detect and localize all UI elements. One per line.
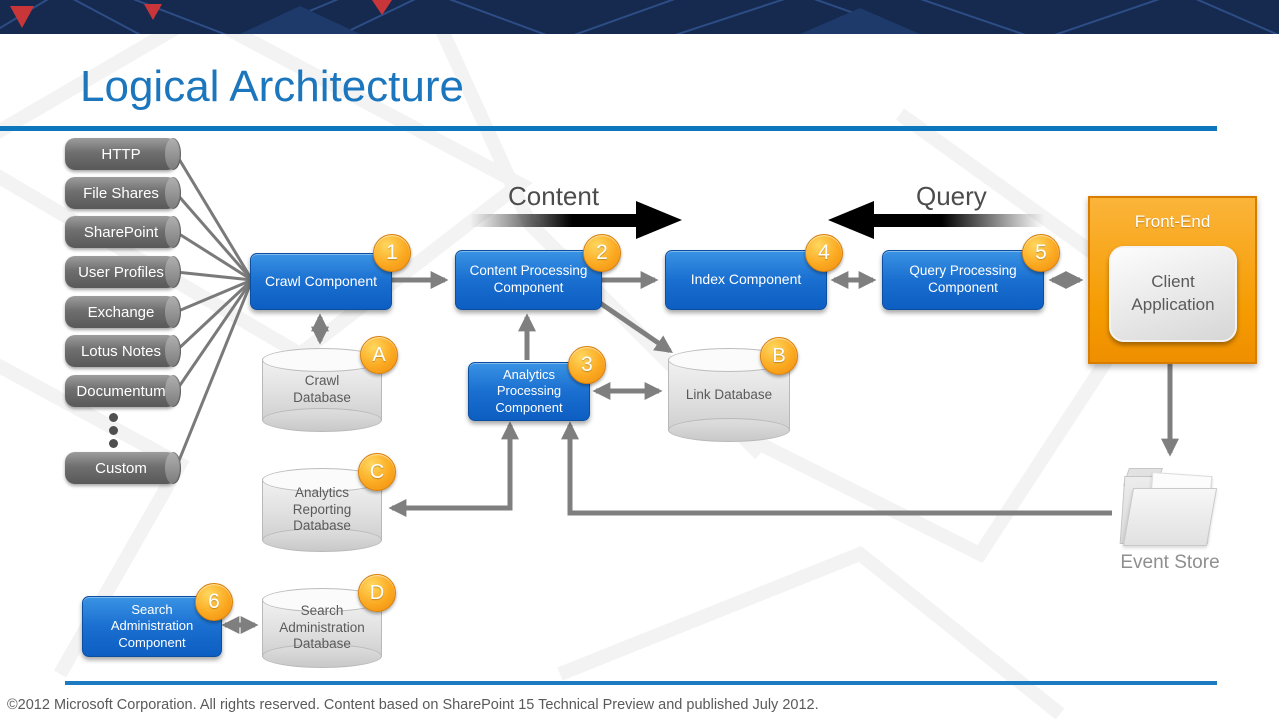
badge-linkdb-B: B (760, 337, 798, 375)
source-label: HTTP (101, 145, 141, 163)
source-label: File Shares (83, 184, 159, 202)
source-label: SharePoint (83, 223, 159, 241)
index-component-box: Index Component (665, 250, 827, 310)
arrow-contentprocessing-to-linkdb (598, 300, 673, 354)
badge-queryprocessing-5: 5 (1022, 234, 1060, 272)
copyright-text: ©2012 Microsoft Corporation. All rights … (7, 697, 819, 713)
source-label: Exchange (87, 303, 155, 321)
event-store: Event Store (1119, 466, 1220, 573)
source-custom: Custom (65, 452, 181, 484)
source-label: User Profiles (78, 263, 164, 281)
content-arrow-body (470, 214, 640, 227)
database-label: Analytics Reporting Database (292, 484, 352, 534)
crawl-database-cylinder: Crawl Database (262, 348, 382, 432)
query-processing-component-box: Query Processing Component (882, 250, 1044, 310)
title-divider-line (0, 126, 1217, 131)
page-title: Logical Architecture (80, 62, 464, 111)
source-sharepoint: SharePoint (65, 216, 181, 248)
query-arrow-body (874, 214, 1044, 227)
source-exchange: Exchange (65, 296, 181, 328)
content-flow-label: Content (508, 181, 600, 211)
badge-index-4: 4 (805, 234, 843, 272)
banner-facets (240, 6, 920, 34)
badge-searchadmindb-D: D (358, 574, 396, 612)
component-label: Crawl Component (264, 272, 378, 289)
banner-background (0, 0, 1279, 34)
database-label: Search Administration Database (279, 602, 365, 652)
client-application-box: Client Application (1109, 246, 1237, 342)
query-flow-label: Query (916, 181, 987, 211)
source-label: Documentum (76, 382, 166, 400)
badge-crawldb-A: A (360, 336, 398, 374)
component-label: Search Administration Component (110, 602, 194, 650)
top-banner (0, 0, 1279, 34)
database-label: Crawl Database (293, 373, 351, 405)
source-file-shares: File Shares (65, 177, 181, 209)
content-processing-component-box: Content Processing Component (455, 250, 602, 310)
ellipsis-dot (109, 439, 118, 448)
badge-crawl-1: 1 (373, 234, 411, 272)
front-end-title: Front-End (1134, 212, 1211, 231)
source-http: HTTP (65, 138, 181, 170)
arrow-analytics-reportingdb-elbow (388, 421, 519, 517)
source-lotus-notes: Lotus Notes (65, 335, 181, 367)
source-label: Lotus Notes (80, 342, 162, 360)
query-arrow-head (828, 201, 874, 239)
banner-red-accents (10, 0, 392, 28)
analytics-reporting-database-cylinder: Analytics Reporting Database (262, 468, 382, 552)
content-arrow-head (636, 201, 682, 239)
event-store-label: Event Store (1120, 552, 1220, 573)
badge-analyticsdb-C: C (358, 453, 396, 491)
source-user-profiles: User Profiles (65, 256, 181, 288)
source-documentum: Documentum (65, 375, 181, 407)
crawl-component-box: Crawl Component (250, 253, 392, 310)
badge-searchadmin-6: 6 (195, 583, 233, 621)
database-label: Link Database (685, 386, 773, 402)
component-label: Analytics Processing Component (495, 367, 563, 415)
badge-contentprocessing-2: 2 (583, 234, 621, 272)
ellipsis-dot (109, 413, 118, 422)
source-label: Custom (95, 459, 147, 477)
component-label: Query Processing Component (909, 263, 1017, 295)
badge-analytics-3: 3 (568, 346, 606, 384)
front-end-box: Front-End Client Application (1088, 196, 1257, 364)
component-label: Index Component (690, 271, 802, 288)
footer-divider-line (65, 681, 1217, 685)
component-label: Content Processing Component (469, 263, 588, 295)
client-application-label: Client Application (1131, 272, 1215, 314)
ellipsis-dot (109, 426, 118, 435)
source-fan-lines (174, 153, 254, 469)
folder-front-icon (1122, 488, 1218, 546)
line-eventstore-to-analytics (561, 421, 1112, 516)
